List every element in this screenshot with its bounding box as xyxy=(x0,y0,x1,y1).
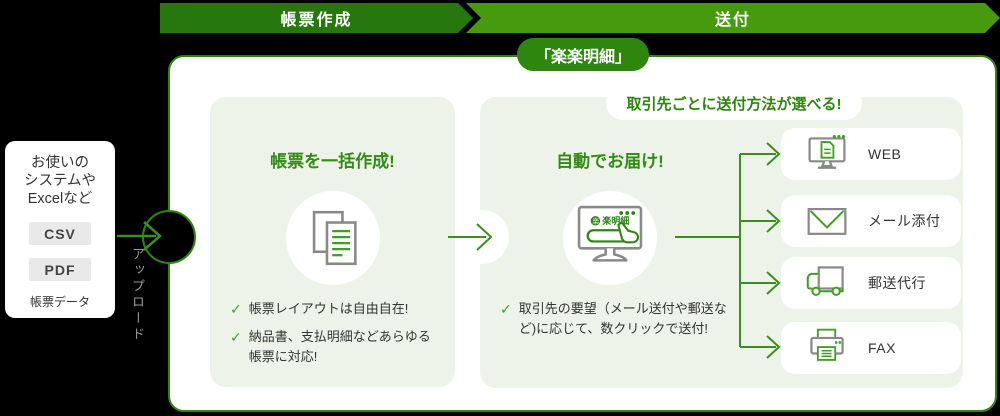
check-text: 取引先の要望（メール送付や郵送など)に応じて、数クリックで送付! xyxy=(518,301,727,337)
method-label: FAX xyxy=(868,340,896,356)
upload-arrow xyxy=(117,221,162,251)
method-card-fax: FAX xyxy=(781,322,961,374)
method-card-web: WEB xyxy=(781,128,961,180)
check-text: 帳票レイアウトは自由自在! xyxy=(248,301,409,316)
method-label: 郵送代行 xyxy=(868,275,926,291)
methods-title: 取引先ごとに送付方法が選べる! xyxy=(606,86,862,120)
method-card-post: 郵送代行 xyxy=(781,257,961,309)
method-label: メール添付 xyxy=(868,213,941,229)
format-badge-pdf: PDF xyxy=(29,258,91,281)
check-icon: ✓ xyxy=(230,301,242,317)
check-icon: ✓ xyxy=(230,328,242,345)
postal-truck-icon xyxy=(805,261,849,305)
source-system-box: お使いの システムや Excelなど CSV PDF 帳票データ xyxy=(5,141,115,318)
check-text: 納品書、支払明細などあらゆる帳票に対応! xyxy=(248,328,431,364)
check-item: ✓ 帳票レイアウトは自由自在! xyxy=(230,299,442,321)
step-banner-create: 帳票作成 xyxy=(160,3,473,33)
create-panel-title: 帳票を一括作成! xyxy=(270,152,395,171)
step-banner-send: 送付 xyxy=(466,3,1000,33)
upload-label: アップロード xyxy=(130,247,145,343)
web-monitor-icon xyxy=(805,132,849,176)
documents-icon xyxy=(286,191,380,285)
method-card-mail: メール添付 xyxy=(781,195,961,247)
deliver-panel-title: 自動でお届け! xyxy=(556,152,664,171)
check-icon: ✓ xyxy=(500,301,512,317)
check-item: ✓ 取引先の要望（メール送付や郵送など)に応じて、数クリックで送付! xyxy=(500,299,728,339)
create-panel: 帳票を一括作成! ✓ 帳票レイアウトは自由自在! ✓ 納品書、支払明細などあらゆ… xyxy=(210,97,455,387)
step-banner-send-label: 送付 xyxy=(714,12,751,29)
fax-icon xyxy=(805,326,849,370)
source-line-2: システムや xyxy=(23,173,97,189)
source-line-1: お使いの xyxy=(31,155,89,171)
format-badge-csv: CSV xyxy=(29,222,91,245)
step-banner-create-label: 帳票作成 xyxy=(280,12,353,29)
rakuraku-monitor-icon: 楽 楽明細 xyxy=(563,191,657,285)
monitor-logo-text: 楽明細 xyxy=(602,215,629,226)
check-item: ✓ 納品書、支払明細などあらゆる帳票に対応! xyxy=(230,327,442,367)
source-caption: 帳票データ xyxy=(29,295,90,309)
mail-attach-icon xyxy=(805,199,849,243)
create-checklist: ✓ 帳票レイアウトは自由自在! ✓ 納品書、支払明細などあらゆる帳票に対応! xyxy=(230,299,442,373)
svg-text:楽: 楽 xyxy=(592,217,599,226)
method-label: WEB xyxy=(868,146,902,162)
source-line-3: Excelなど xyxy=(27,191,93,207)
deliver-checklist: ✓ 取引先の要望（メール送付や郵送など)に応じて、数クリックで送付! xyxy=(500,299,728,345)
product-badge: 「楽楽明細」 xyxy=(517,38,649,71)
source-system-text: お使いの システムや Excelなど xyxy=(5,154,115,208)
